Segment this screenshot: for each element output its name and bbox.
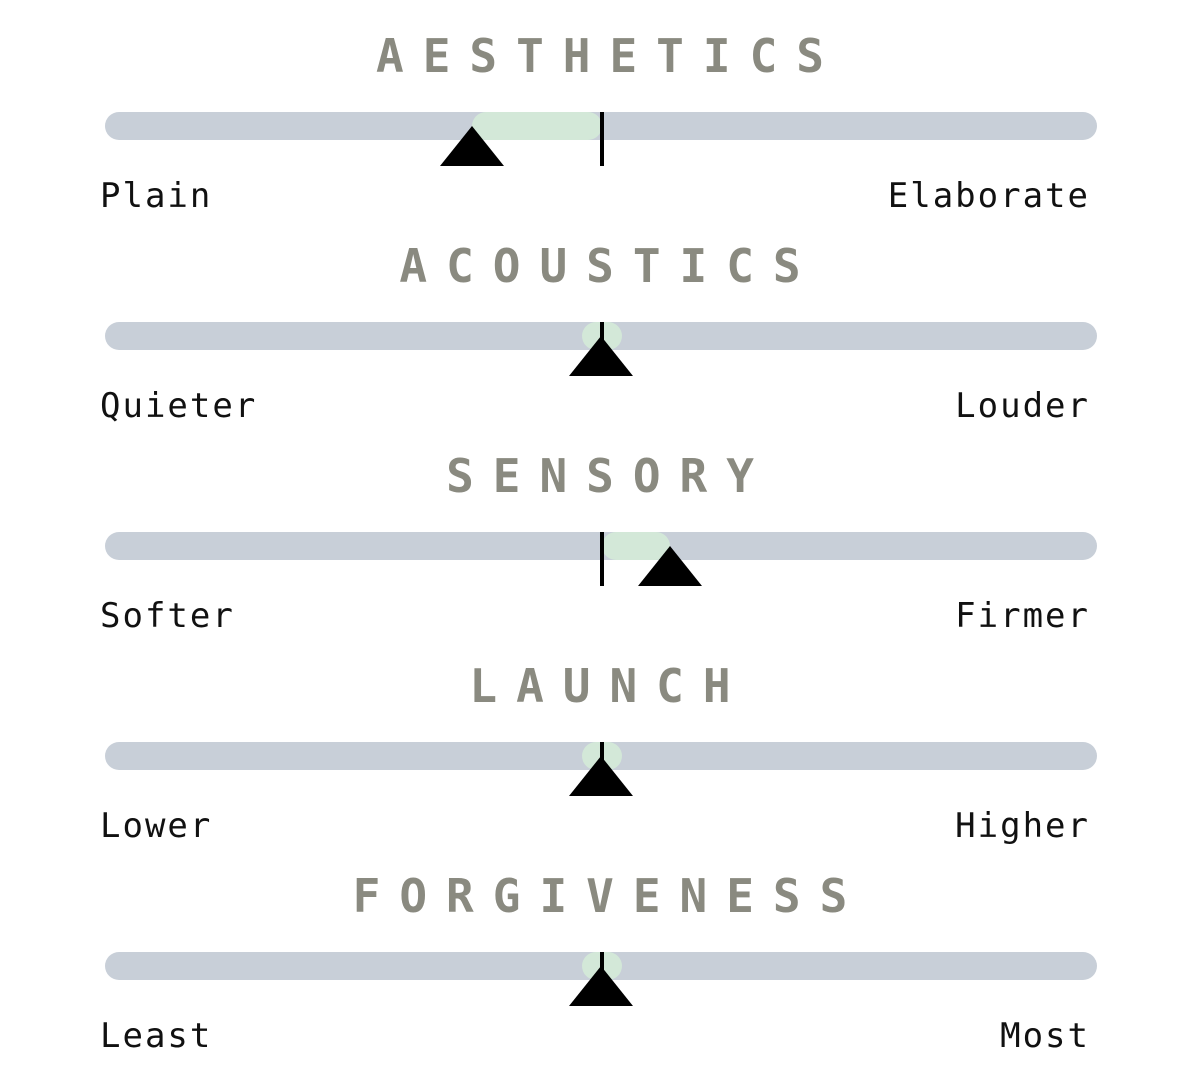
- scale-right-label: Firmer: [955, 596, 1090, 636]
- scale-forgiveness: FORGIVENESS Least Most: [0, 840, 1200, 1056]
- center-line: [600, 112, 604, 166]
- scale-marker-triangle: [638, 546, 703, 586]
- scale-sensory: SENSORY Softer Firmer: [0, 420, 1200, 636]
- scale-marker-triangle: [440, 126, 505, 166]
- scale-left-label: Softer: [100, 596, 235, 636]
- scale-aesthetics: AESTHETICS Plain Elaborate: [0, 0, 1200, 216]
- scale-acoustics: ACOUSTICS Quieter Louder: [0, 210, 1200, 426]
- scale-marker-triangle: [569, 966, 633, 1006]
- scale-title: SENSORY: [446, 449, 773, 503]
- scale-right-label: Elaborate: [887, 176, 1090, 216]
- scale-title: LAUNCH: [469, 659, 750, 713]
- center-line: [600, 532, 604, 586]
- scale-right-label: Louder: [955, 386, 1090, 426]
- scale-launch: LAUNCH Lower Higher: [0, 630, 1200, 846]
- scale-marker-triangle: [569, 756, 633, 796]
- scale-left-label: Lower: [100, 806, 213, 846]
- scale-right-label: Higher: [955, 806, 1090, 846]
- scale-left-label: Least: [100, 1016, 213, 1056]
- scale-title: AESTHETICS: [376, 29, 843, 83]
- scale-title: FORGIVENESS: [352, 869, 867, 923]
- scale-title: ACOUSTICS: [399, 239, 820, 293]
- scale-left-label: Plain: [100, 176, 213, 216]
- scale-right-label: Most: [1000, 1016, 1090, 1056]
- scale-left-label: Quieter: [100, 386, 258, 426]
- scale-marker-triangle: [569, 336, 633, 376]
